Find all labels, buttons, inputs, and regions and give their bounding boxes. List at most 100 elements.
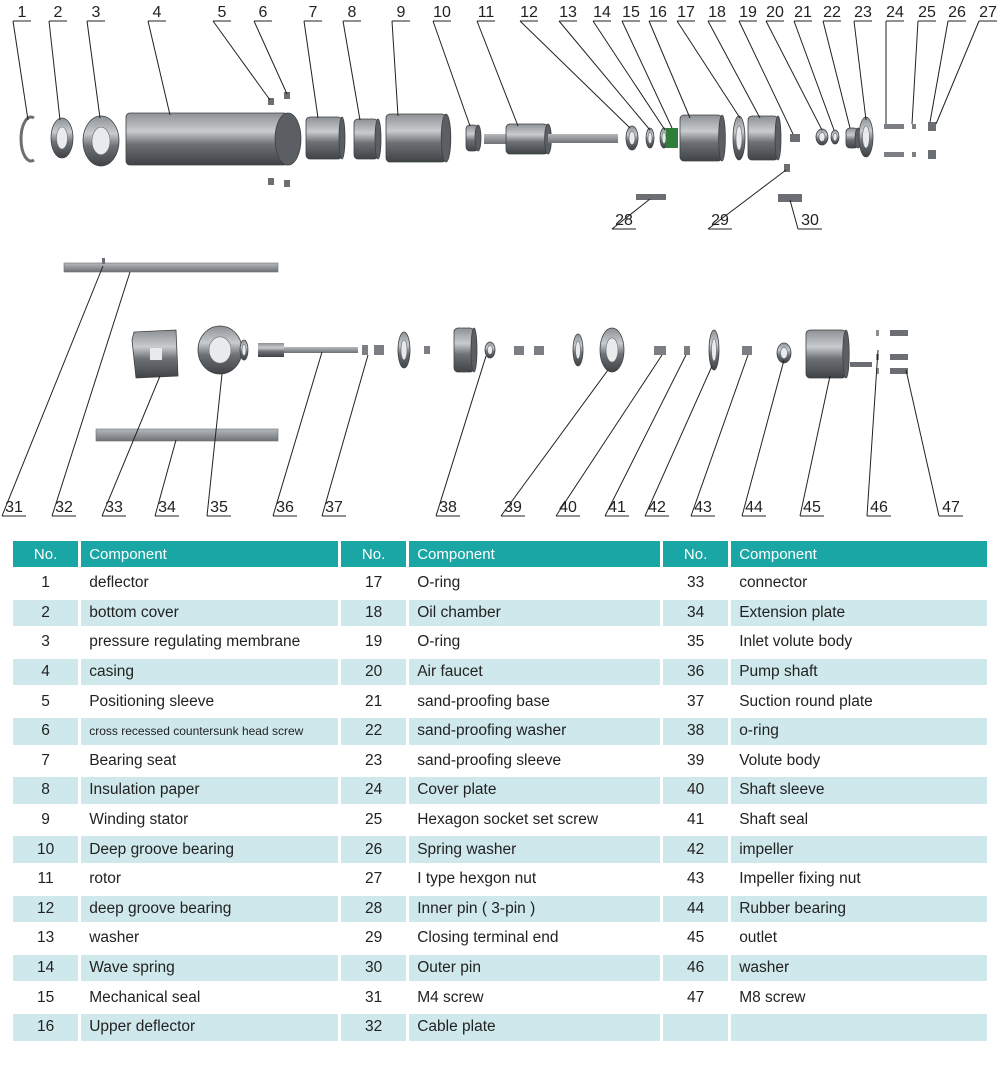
callout-30: 30 (801, 212, 819, 229)
insulation-paper-face (374, 118, 382, 160)
countersunk-screw (284, 92, 290, 99)
callout-18: 18 (708, 4, 726, 21)
callout-35-leader (206, 373, 223, 517)
callout-1-leader (12, 20, 29, 121)
part-number-cell: 20 (341, 658, 407, 686)
part-number-cell: 34 (662, 599, 729, 627)
table-header-row: No. Component No. Component No. Componen… (13, 541, 987, 567)
callout-4: 4 (153, 4, 162, 21)
washer-46 (876, 368, 879, 374)
component-name-cell: O-ring (417, 574, 461, 592)
part-number-cell: 2 (13, 599, 79, 627)
part-number-cell: 13 (36, 929, 55, 947)
part-number-cell: 23 (364, 751, 383, 769)
sleeve-a (514, 346, 524, 355)
part-number-cell (662, 1013, 729, 1041)
rotor-shaft-right (548, 134, 618, 143)
bearing-seat (305, 116, 343, 160)
callout-3: 3 (92, 4, 101, 21)
component-name-cell: O-ring (417, 633, 461, 651)
component-name-cell: Hexagon socket set screw (417, 811, 599, 829)
set-screw (884, 152, 904, 157)
part-number-cell: 41 (686, 811, 705, 829)
sand-proofing-base-hole (818, 132, 826, 142)
component-name-cell: Closing terminal end (417, 929, 559, 947)
component-name-cell: sand-proofing base (417, 692, 550, 710)
component-name-cell: washer (89, 929, 140, 947)
callout-26: 26 (948, 4, 966, 21)
part-number-cell: 28 (341, 895, 407, 923)
part-number-cell: 17 (364, 574, 383, 592)
component-name-cell: sand-proofing washer (409, 717, 660, 745)
component-name-cell: connector (739, 574, 808, 592)
callout-34-leader (154, 439, 177, 517)
part-number-cell: 44 (662, 895, 729, 923)
callout-43-leader (690, 354, 749, 517)
component-name-cell: sand-proofing sleeve (417, 751, 562, 769)
callout-45: 45 (803, 499, 821, 516)
callout-28: 28 (615, 212, 633, 229)
oil-chamber-face (774, 115, 782, 161)
part-number-cell: 24 (341, 777, 407, 804)
callout-41: 41 (608, 499, 626, 516)
component-name-cell: Spring washer (409, 836, 660, 863)
callout-7-leader (303, 20, 319, 119)
callout-21-leader (793, 20, 835, 131)
callout-10-leader (432, 20, 471, 127)
callout-29: 29 (711, 212, 729, 229)
callout-20-leader (765, 20, 823, 131)
callout-13: 13 (559, 4, 577, 21)
spring-washer (912, 124, 916, 129)
part-number-cell: 12 (13, 895, 79, 923)
insulation-paper (353, 118, 379, 160)
oil-chamber (747, 115, 779, 161)
part-number-cell: 6 (13, 717, 79, 745)
callout-9-leader (391, 20, 399, 117)
callout-22: 22 (823, 4, 841, 21)
callout-24: 24 (886, 4, 904, 21)
part-number-cell: 21 (364, 692, 383, 710)
component-name-cell: Upper deflector (81, 1013, 338, 1041)
component-name-cell: washer (731, 954, 987, 982)
callout-41-leader (604, 354, 687, 517)
callout-33-leader (101, 375, 161, 517)
set-screw (884, 124, 904, 129)
component-name-cell: Suction round plate (739, 692, 873, 710)
callout-16: 16 (649, 4, 667, 21)
callout-16-leader (648, 20, 691, 119)
part-number-cell: 39 (686, 751, 705, 769)
component-name-cell: Deep groove bearing (81, 836, 338, 863)
shaft-coupler (258, 343, 284, 357)
part-number-cell: 16 (13, 1013, 79, 1041)
callout-33: 33 (105, 499, 123, 516)
countersunk-screw-lower (284, 180, 290, 187)
component-name-cell: casing (81, 658, 338, 686)
callout-9: 9 (397, 4, 406, 21)
volute-chamber-face (470, 327, 478, 373)
callout-40: 40 (559, 499, 577, 516)
component-name-cell: Insulation paper (81, 777, 338, 804)
callout-40-leader (555, 354, 663, 517)
component-name-cell: I type hexgon nut (417, 870, 537, 888)
callout-6-leader (253, 20, 288, 95)
o-ring-17-hole (735, 125, 743, 151)
spacer (424, 346, 430, 354)
callout-3-leader (86, 20, 101, 119)
part-number-cell: 29 (364, 929, 383, 947)
outer-pin (778, 194, 802, 202)
part-number-cell: 10 (13, 836, 79, 863)
rotor-shaft-left (484, 134, 506, 144)
callout-42: 42 (648, 499, 666, 516)
callout-23-leader (853, 20, 867, 121)
callout-12: 12 (520, 4, 538, 21)
callout-26-leader (929, 20, 949, 123)
impeller-fixing-nut (742, 346, 752, 355)
part-number-cell: 25 (364, 811, 383, 829)
deep-groove-bearing-face (474, 124, 482, 152)
parts-layer (19, 92, 936, 442)
suction-round-plate-hole (400, 339, 408, 361)
